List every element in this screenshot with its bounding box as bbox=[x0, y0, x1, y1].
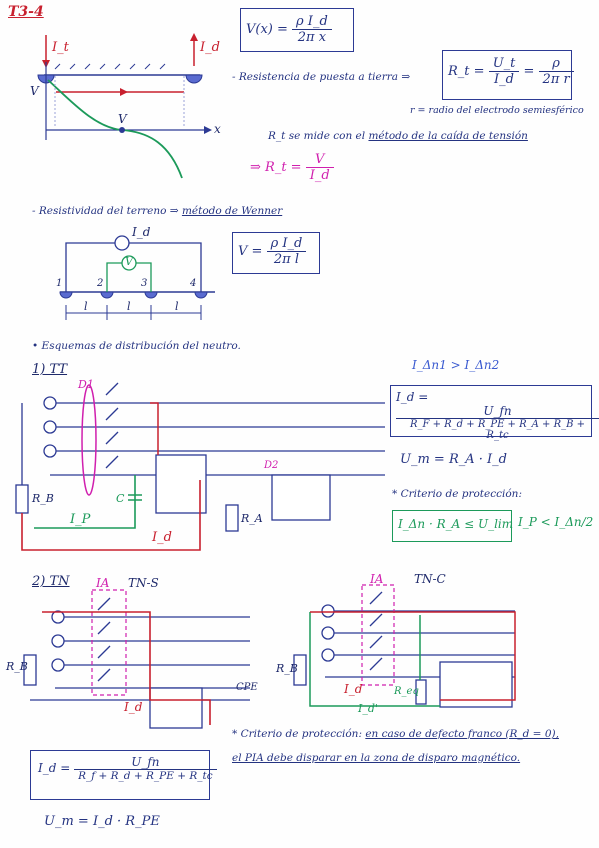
label-v-curve: V bbox=[118, 112, 127, 126]
wenner-node-2: 2 bbox=[97, 278, 104, 289]
tt-ra: R_A bbox=[241, 512, 263, 525]
wenner-spacing-1: l bbox=[84, 300, 88, 313]
wenner-node-1: 1 bbox=[56, 278, 63, 289]
wenner-formula-box bbox=[232, 232, 320, 274]
tn-heading: 2) TN bbox=[32, 574, 70, 589]
tt-crit-side: I_P < I_Δn/2 bbox=[518, 515, 594, 529]
tn-id1: I_d bbox=[124, 700, 143, 714]
wenner-spacing-2: l bbox=[127, 300, 131, 313]
tn-ia2: IA bbox=[370, 572, 384, 586]
tt-crit-box: I_Δn · R_A ≤ U_lim bbox=[398, 517, 514, 531]
radio-text: r = radio del electrodo semiesférico bbox=[410, 105, 584, 116]
label-x-axis: x bbox=[214, 122, 221, 136]
tt-ineq: I_Δn1 > I_Δn2 bbox=[412, 358, 500, 372]
tn-tns: TN-S bbox=[128, 576, 159, 590]
tt-schematic bbox=[15, 382, 385, 532]
wenner-node-3: 3 bbox=[141, 278, 148, 289]
page-title: T3-4 bbox=[8, 4, 44, 20]
ia-box-tns bbox=[91, 589, 127, 696]
wenner-node-4: 4 bbox=[190, 278, 197, 289]
tn-tnc: TN-C bbox=[414, 572, 446, 586]
tt-crit-box-frame bbox=[392, 510, 512, 542]
rt-formula-box bbox=[442, 50, 572, 100]
tn-criterio-line2: el PIA debe disparar en la zona de dispa… bbox=[232, 752, 521, 764]
wenner-id: I_d bbox=[132, 225, 151, 239]
tn-ia1: IA bbox=[96, 576, 110, 590]
d1-ring bbox=[81, 384, 97, 496]
tt-rb: R_B bbox=[32, 492, 54, 505]
label-v-axis: V bbox=[30, 84, 39, 98]
formula-vx-box bbox=[240, 8, 354, 52]
tt-d1: D1 bbox=[78, 378, 94, 391]
tn-um: U_m = I_d · R_PE bbox=[44, 814, 160, 829]
tt-ip: I_P bbox=[70, 512, 91, 527]
ip-loop bbox=[34, 475, 136, 529]
tt-heading: 1) TT bbox=[32, 362, 68, 377]
tns-schematic bbox=[23, 597, 250, 729]
id-loop-tns bbox=[42, 611, 211, 725]
tnc-schematic bbox=[293, 591, 515, 708]
tn-rb2: R_B bbox=[276, 662, 298, 675]
tt-id: I_d bbox=[152, 530, 172, 545]
tt-um: U_m = R_A · I_d bbox=[400, 452, 507, 467]
tn-id2: I_d bbox=[344, 682, 363, 696]
tn-id3: I_d' bbox=[358, 702, 378, 715]
mide-text: R_t se mide con el método de la caída de… bbox=[268, 130, 528, 142]
tt-d2: D2 bbox=[264, 460, 279, 471]
potential-curve bbox=[47, 79, 183, 179]
label-id: I_d bbox=[200, 40, 220, 55]
electrode-right bbox=[185, 74, 203, 84]
wenner-spacing-3: l bbox=[175, 300, 179, 313]
esquemas-text: • Esquemas de distribución del neutro. bbox=[32, 340, 241, 352]
tn-req: R_eq bbox=[394, 686, 419, 697]
id-loop bbox=[21, 480, 201, 551]
tn-rb1: R_B bbox=[6, 660, 28, 673]
tt-formula-box bbox=[390, 385, 592, 437]
tn-criterio-line1: * Criterio de protección: en caso de def… bbox=[232, 728, 559, 740]
wenner-text: - Resistividad del terreno ⇒ método de W… bbox=[32, 205, 283, 217]
id-loop-tnc bbox=[310, 611, 516, 701]
ia-box-tnc bbox=[361, 584, 395, 686]
id-prime-loop bbox=[309, 612, 440, 707]
ground-hatch bbox=[54, 63, 166, 70]
wenner-v: V bbox=[125, 255, 133, 268]
tn-cpe: CPE bbox=[236, 682, 258, 693]
label-it: I_t bbox=[52, 40, 69, 55]
resistencia-text: - Resistencia de puesta a tierra ⇒ bbox=[232, 71, 411, 83]
tt-c: C bbox=[116, 492, 125, 505]
tt-criterio: * Criterio de protección: bbox=[392, 488, 522, 500]
tn-formula-box bbox=[30, 750, 210, 800]
